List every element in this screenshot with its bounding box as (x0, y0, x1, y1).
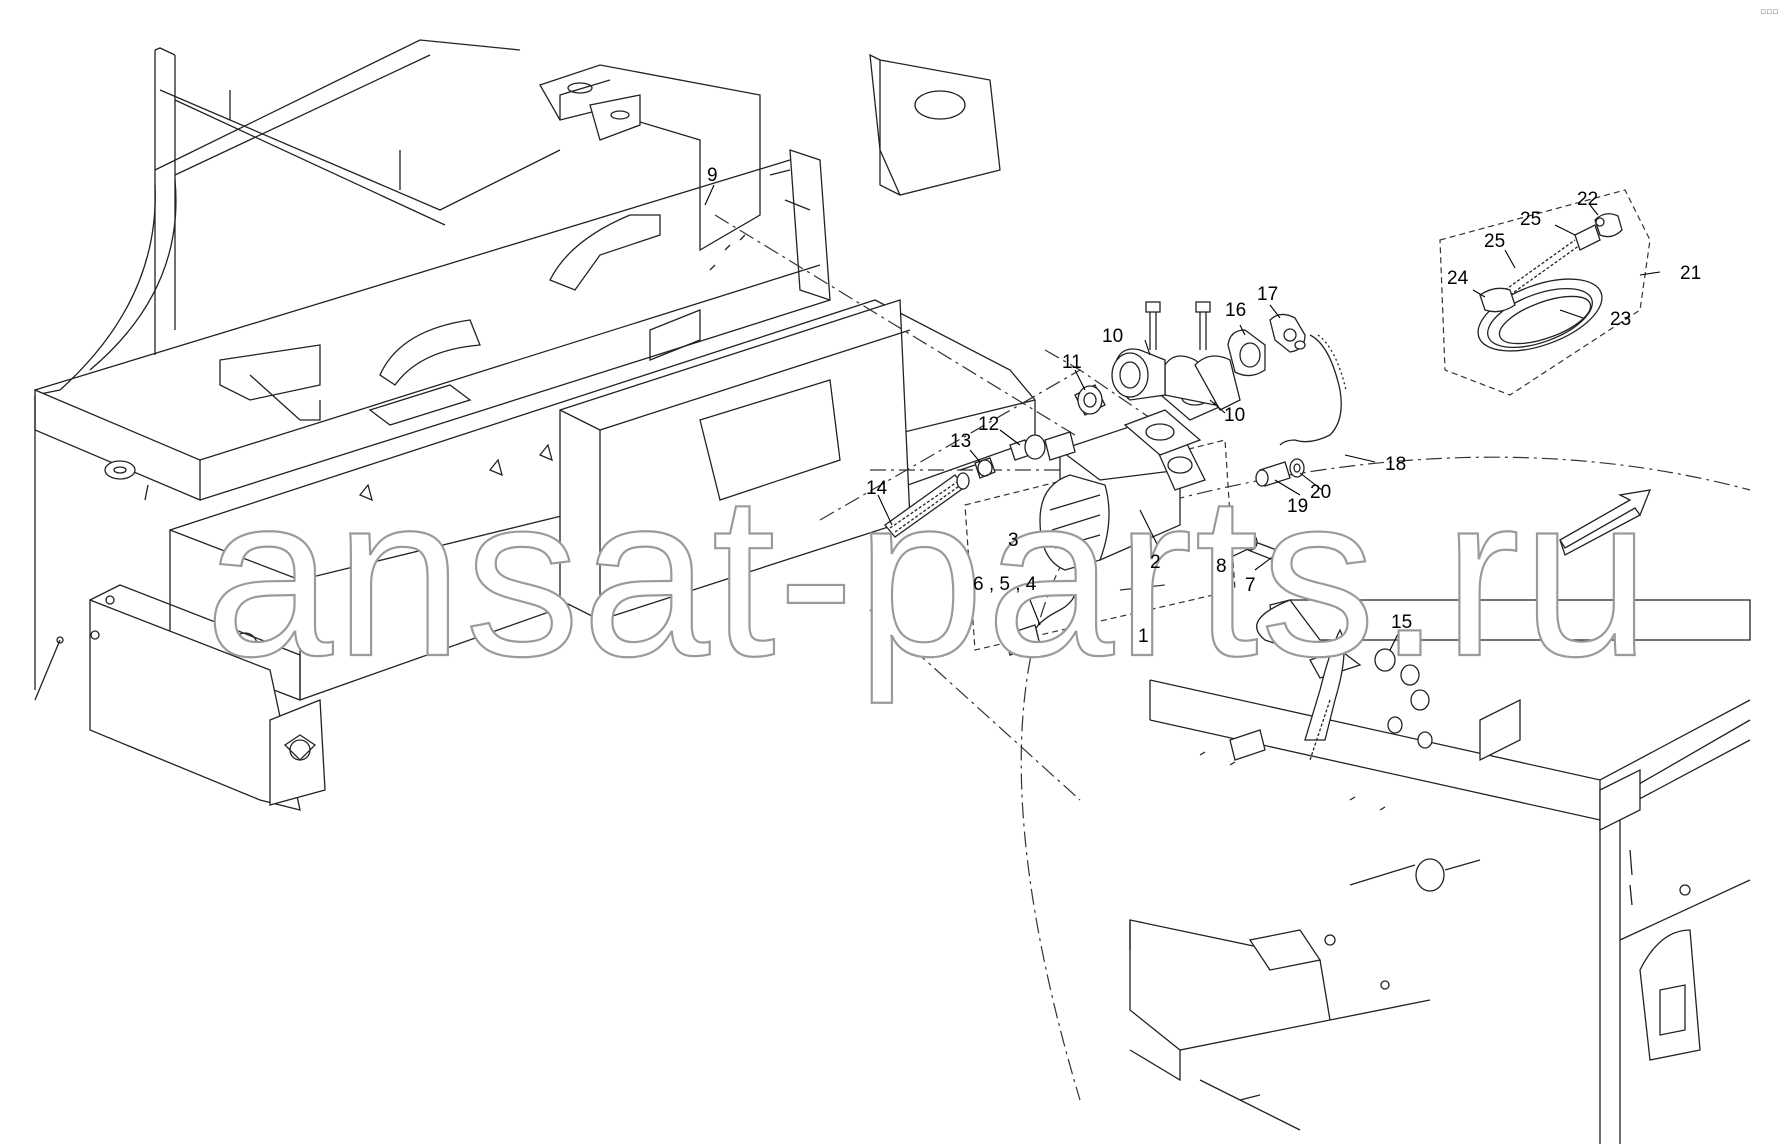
callout-labels: 1 2 3 6 , 5 , 4 7 8 9 10 10 11 12 13 14 … (707, 165, 1701, 647)
callout-16: 16 (1225, 300, 1246, 321)
hose-kit (1439, 189, 1651, 396)
callout-24: 24 (1447, 268, 1469, 289)
callout-17: 17 (1257, 284, 1278, 305)
left-chassis-frame (34, 39, 1036, 811)
callout-6-5-4: 6 , 5 , 4 (973, 574, 1037, 595)
assembly-lines (714, 214, 1751, 1101)
watermark-text: ansat-parts.ru (205, 447, 1652, 704)
callout-18: 18 (1385, 454, 1406, 475)
pump-assembly (964, 419, 1236, 656)
callout-23: 23 (1610, 309, 1631, 330)
callout-14: 14 (866, 478, 888, 499)
callout-11: 11 (1062, 352, 1082, 373)
flange-fittings (884, 301, 1347, 566)
callout-10-top: 10 (1102, 326, 1123, 347)
callout-7: 7 (1245, 575, 1256, 596)
callout-10-right: 10 (1224, 405, 1245, 426)
callout-1: 1 (1138, 626, 1149, 647)
callout-8: 8 (1216, 556, 1227, 577)
callout-13: 13 (950, 431, 971, 452)
callout-2: 2 (1150, 552, 1161, 573)
callout-22: 22 (1577, 189, 1598, 210)
callout-3: 3 (1008, 530, 1019, 551)
callout-21: 21 (1680, 263, 1701, 284)
callout-19: 19 (1287, 496, 1308, 517)
corner-mark: ▫▫▫ (1760, 7, 1778, 17)
callout-9: 9 (707, 165, 718, 186)
callout-25-top: 25 (1520, 209, 1541, 230)
callout-20: 20 (1310, 482, 1331, 503)
detail-view (1129, 489, 1751, 1144)
callout-25-left: 25 (1484, 231, 1505, 252)
callout-15: 15 (1391, 612, 1412, 633)
callout-12: 12 (978, 414, 999, 435)
leader-lines (704, 184, 1661, 651)
